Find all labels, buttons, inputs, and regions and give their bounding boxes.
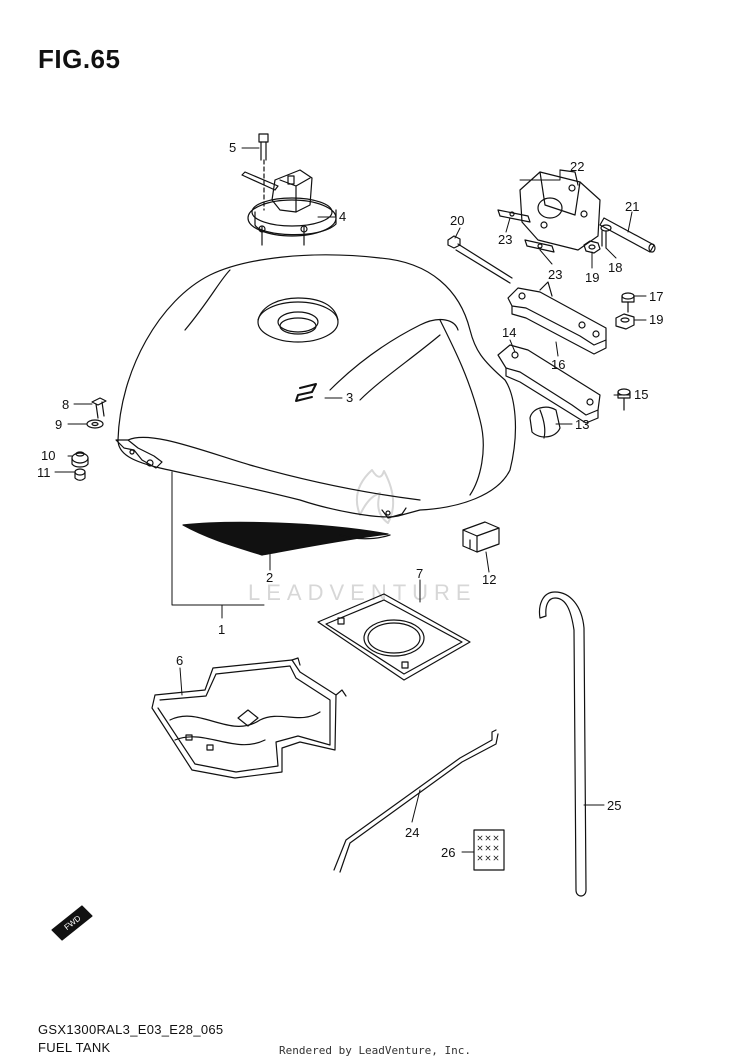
nut-part-19a [583, 240, 601, 254]
callout-6: 6 [176, 653, 183, 668]
hinge-part-22 [519, 169, 601, 251]
watermark-text: LEADVENTURE [248, 580, 477, 605]
rod-part-24 [333, 729, 499, 873]
watermark: LEADVENTURE [248, 469, 477, 605]
bolt-part-20 [447, 235, 513, 284]
callout-18: 18 [608, 260, 622, 275]
bolt-part-8 [91, 397, 107, 419]
callout-11: 11 [37, 465, 51, 480]
callout-1: 1 [218, 622, 225, 637]
figure-title: FIG.65 [38, 44, 121, 74]
callout-3: 3 [346, 390, 353, 405]
callout-19-upper: 19 [585, 270, 599, 285]
cushion-part-13 [529, 406, 561, 439]
callout-20: 20 [450, 213, 464, 228]
cushion-part [151, 657, 347, 779]
fuel-tank-part [115, 254, 517, 519]
bolt-part-18 [600, 224, 612, 249]
nut-part-19b [615, 313, 635, 330]
callout-14: 14 [502, 325, 516, 340]
diagram-code: GSX1300RAL3_E03_E28_065 [38, 1022, 224, 1037]
callout-24: 24 [405, 825, 419, 840]
callout-9: 9 [55, 417, 62, 432]
callout-13: 13 [575, 417, 589, 432]
bolt-part-17 [621, 292, 635, 313]
pad-part-26 [473, 829, 505, 871]
callout-8: 8 [62, 397, 69, 412]
rubber-part-23a [497, 209, 531, 223]
callout-22: 22 [570, 159, 584, 174]
grommet-part-10 [71, 451, 89, 468]
collar-part-11 [74, 468, 86, 481]
callout-10: 10 [41, 448, 55, 463]
hose-part-25 [538, 591, 587, 897]
decal-part [182, 521, 391, 556]
pipe-part-21 [599, 217, 656, 253]
bracket-part-upper [507, 281, 607, 355]
bracket-part-14-16 [497, 344, 601, 424]
callout-5: 5 [229, 140, 236, 155]
forward-direction-badge: FWD [51, 905, 93, 941]
callout-21: 21 [625, 199, 639, 214]
fuel-cap-part [241, 159, 337, 246]
callout-23-lower: 23 [548, 267, 562, 282]
callout-16: 16 [551, 357, 565, 372]
callout-12: 12 [482, 572, 496, 587]
seal-plate-part [317, 593, 471, 681]
rubber-part-23b [524, 239, 555, 253]
bolt-part-15 [617, 388, 631, 411]
cushion-part-12 [462, 521, 500, 553]
callout-4: 4 [339, 209, 346, 224]
washer-part-9 [86, 419, 104, 429]
callout-2: 2 [266, 570, 273, 585]
leader-lines [54, 147, 647, 853]
diagram-name: FUEL TANK [38, 1040, 111, 1055]
callout-17: 17 [649, 289, 663, 304]
callouts: 5 4 3 8 9 10 11 1 2 6 7 12 13 14 15 16 1… [37, 140, 663, 860]
callout-15: 15 [634, 387, 648, 402]
callout-26: 26 [441, 845, 455, 860]
callout-7: 7 [416, 566, 423, 581]
callout-23-left: 23 [498, 232, 512, 247]
footer-credit: Rendered by LeadVenture, Inc. [278, 1044, 472, 1057]
callout-25: 25 [607, 798, 621, 813]
bolt-part-5 [258, 133, 269, 161]
callout-19-lower: 19 [649, 312, 663, 327]
